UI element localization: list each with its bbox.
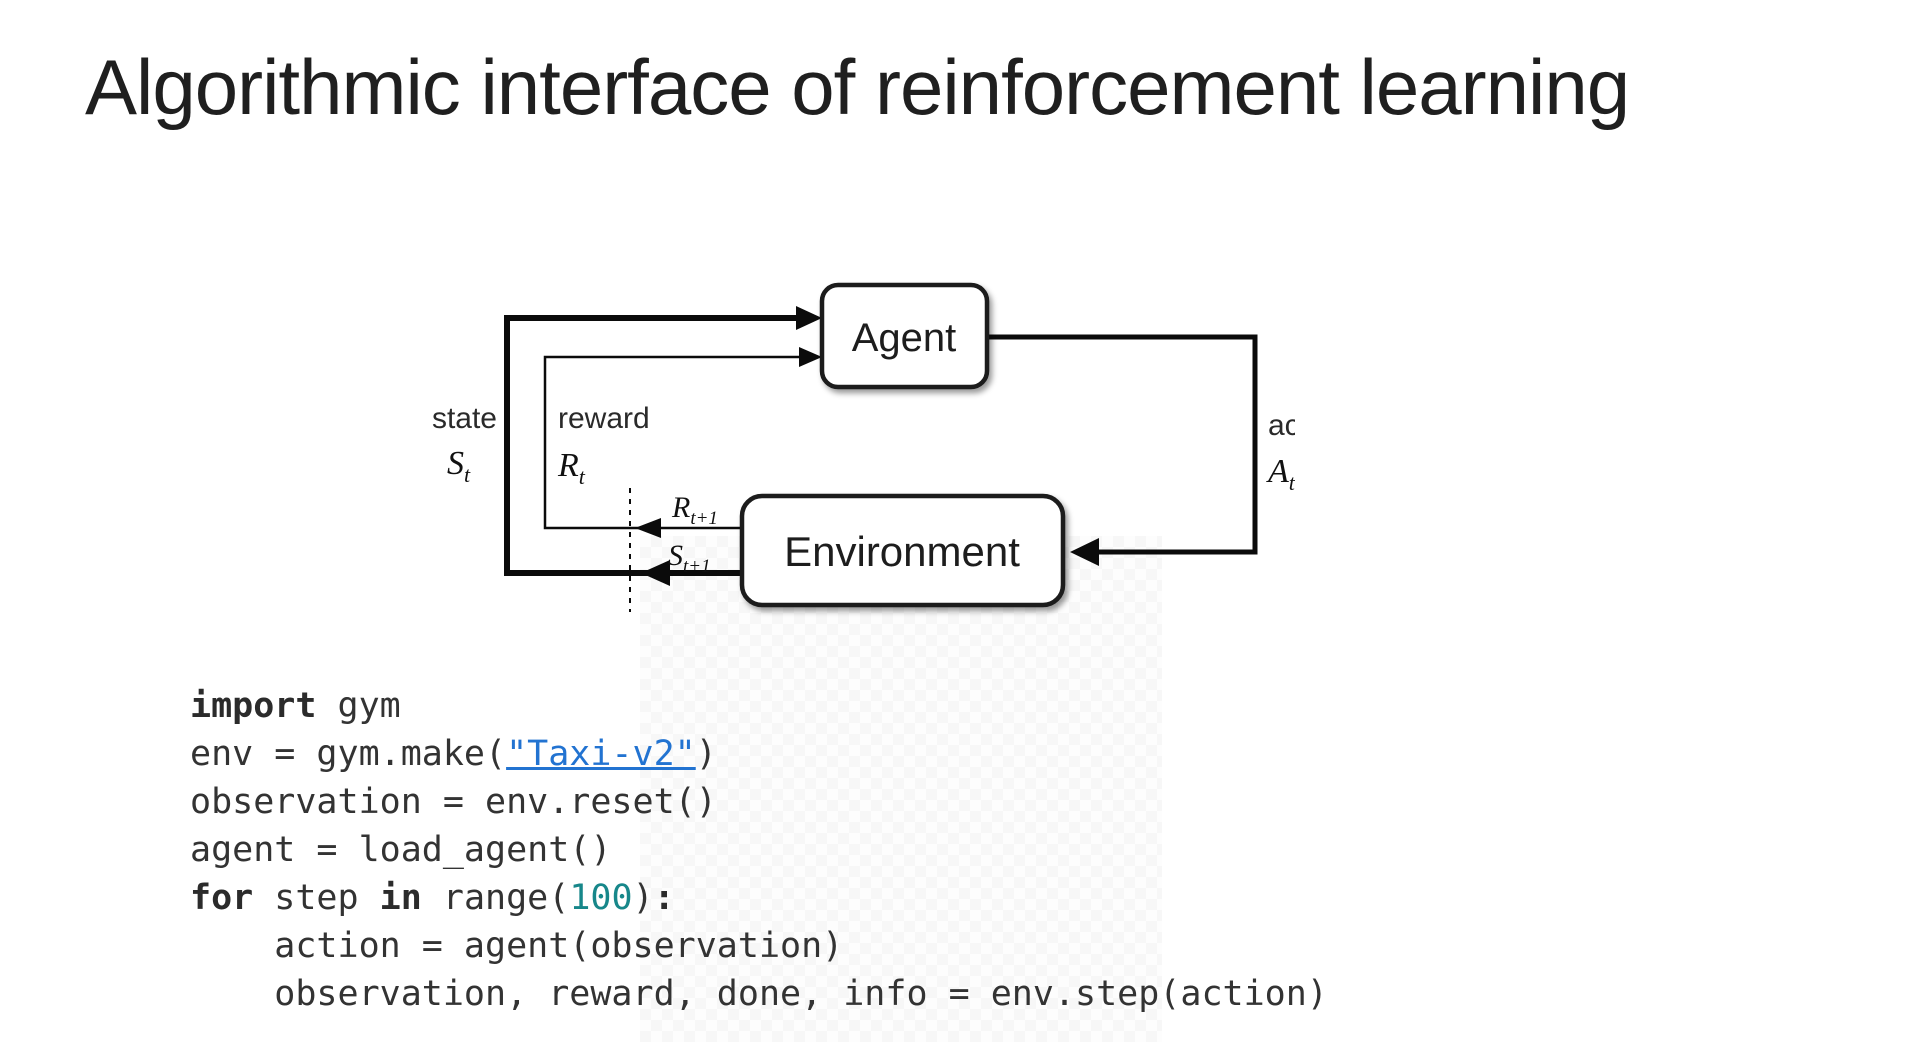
code-text: agent = load_agent() — [190, 830, 612, 870]
state-symbol-label: St — [447, 445, 471, 487]
code-text: ) — [632, 878, 654, 918]
next-reward-symbol: R — [671, 491, 690, 524]
code-text: gym — [316, 686, 401, 726]
reward-symbol: R — [557, 447, 579, 484]
code-text: observation = env.reset() — [190, 782, 717, 822]
keyword-import: import — [190, 686, 317, 726]
environment-box-label: Environment — [784, 528, 1020, 575]
next-state-arrowhead — [641, 560, 670, 586]
code-line-load-agent: agent = load_agent() — [190, 826, 1328, 874]
action-symbol: A — [1266, 453, 1289, 490]
code-block: import gym env = gym.make("Taxi-v2") obs… — [190, 682, 1328, 1018]
next-reward-subscript: t+1 — [690, 508, 718, 529]
action-symbol-label: At — [1266, 453, 1295, 495]
next-reward-arrowhead — [635, 518, 661, 538]
rl-diagram: Agent Environment state St reward Rt Rt+… — [395, 270, 1295, 630]
code-text: env = gym.make( — [190, 734, 507, 774]
state-label: state — [432, 402, 497, 435]
state-into-agent-arrowhead — [796, 306, 822, 330]
code-line-make-env: env = gym.make("Taxi-v2") — [190, 730, 1328, 778]
reward-subscript: t — [579, 464, 586, 489]
action-into-environment-arrowhead — [1070, 538, 1099, 566]
code-text: range( — [421, 878, 570, 918]
next-reward-symbol-label: Rt+1 — [671, 491, 718, 529]
slide-title: Algorithmic interface of reinforcement l… — [85, 43, 1630, 131]
code-line-step: observation, reward, done, info = env.st… — [190, 970, 1328, 1018]
action-subscript: t — [1289, 470, 1295, 495]
action-label: action — [1268, 409, 1295, 442]
code-line-import: import gym — [190, 682, 1328, 730]
keyword-in: in — [379, 878, 422, 918]
reward-label: reward — [558, 402, 650, 435]
code-line-for-loop: for step in range(100): — [190, 874, 1328, 922]
taxi-v2-link[interactable]: "Taxi-v2" — [506, 734, 696, 774]
code-line-reset: observation = env.reset() — [190, 778, 1328, 826]
action-line — [987, 334, 1258, 555]
next-state-symbol: S — [668, 539, 683, 572]
reward-symbol-label: Rt — [557, 447, 586, 489]
keyword-for: for — [190, 878, 254, 918]
code-line-action: action = agent(observation) — [190, 922, 1328, 970]
agent-box-label: Agent — [852, 316, 957, 360]
code-text: action = agent(observation) — [190, 926, 844, 966]
colon-operator: : — [653, 878, 675, 918]
number-literal: 100 — [569, 878, 633, 918]
code-text: step — [253, 878, 380, 918]
code-text: ) — [695, 734, 717, 774]
transparency-checkerboard — [640, 536, 1162, 1042]
next-state-symbol-label: St+1 — [668, 539, 711, 577]
code-text: observation, reward, done, info = env.st… — [190, 974, 1328, 1014]
rl-diagram-svg: Agent Environment state St reward Rt Rt+… — [432, 282, 1295, 612]
state-subscript: t — [464, 462, 471, 487]
state-symbol: S — [447, 445, 464, 482]
reward-into-agent-arrowhead — [799, 347, 822, 367]
next-state-subscript: t+1 — [683, 556, 711, 577]
agent-box — [819, 282, 990, 390]
environment-box — [739, 493, 1066, 608]
state-loop-line — [504, 315, 805, 576]
